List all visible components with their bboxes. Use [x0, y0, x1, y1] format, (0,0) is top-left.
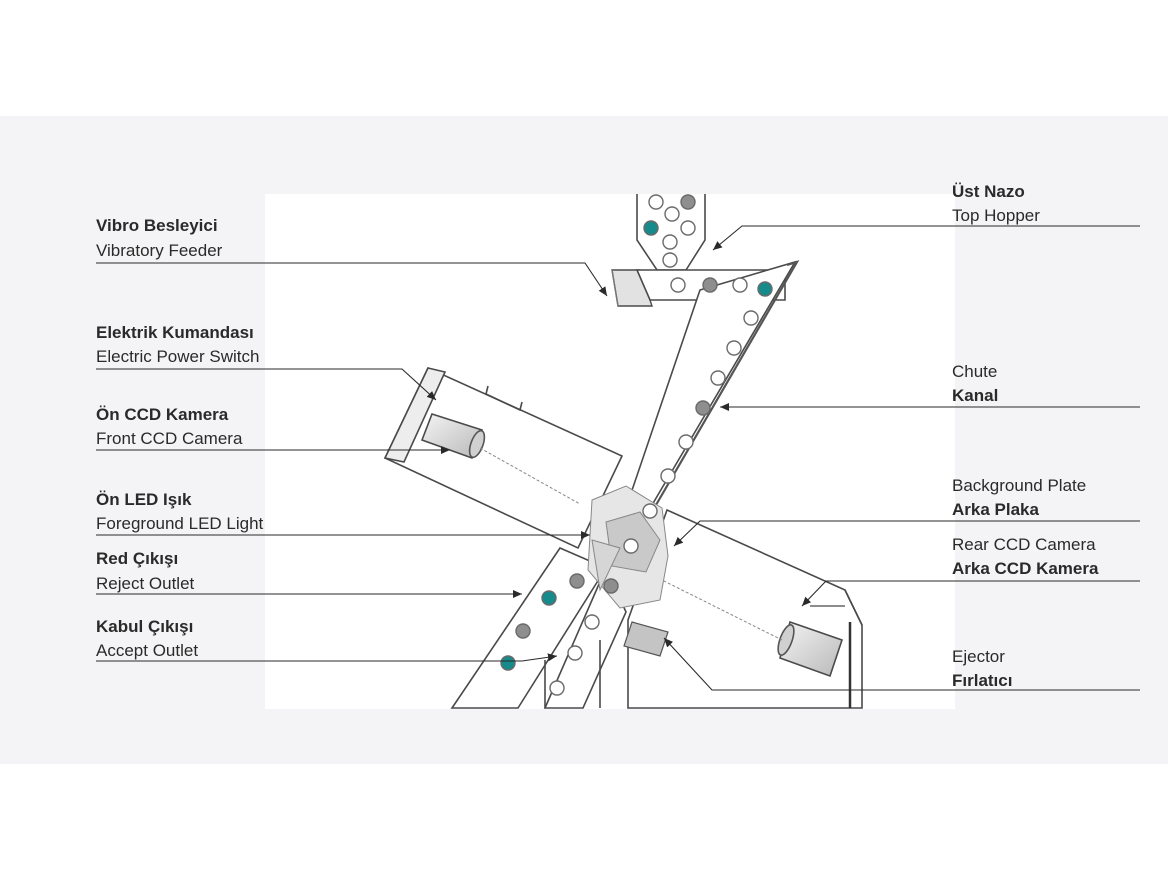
- leader-ust-nazo: [712, 225, 1140, 251]
- label-bg-plate-en: Background Plate: [952, 476, 1087, 495]
- label-on-ccd-tr: Ön CCD Kamera: [96, 405, 229, 424]
- leader-vibro: [96, 262, 608, 297]
- particles: [500, 194, 773, 696]
- label-kabul-en: Accept Outlet: [96, 641, 199, 660]
- leader-bg-plate: [673, 520, 1140, 547]
- label-rear-ccd-en: Rear CCD Camera: [952, 535, 1096, 554]
- leader-lines: [96, 225, 1140, 691]
- label-elektrik-tr: Elektrik Kumandası: [96, 323, 254, 342]
- front-ccd-camera-body: [420, 413, 486, 460]
- label-ust-nazo-en: Top Hopper: [952, 206, 1040, 225]
- rear-ccd-camera-body: [777, 620, 844, 678]
- label-ust-nazo-tr: Üst Nazo: [952, 182, 1025, 201]
- label-elektrik-en: Electric Power Switch: [96, 347, 260, 366]
- label-on-led-tr: Ön LED Işık: [96, 490, 192, 509]
- label-ejector-tr: Fırlatıcı: [952, 671, 1013, 690]
- rear-camera-housing: [627, 508, 863, 709]
- label-vibro-en: Vibratory Feeder: [96, 241, 223, 260]
- label-rear-ccd-tr: Arka CCD Kamera: [952, 559, 1099, 578]
- label-red-en: Reject Outlet: [96, 574, 195, 593]
- leader-kabul: [96, 653, 558, 662]
- leader-ejector: [663, 637, 1140, 691]
- label-on-ccd-en: Front CCD Camera: [96, 429, 243, 448]
- leader-elektrik: [96, 368, 437, 401]
- label-on-led-en: Foreground LED Light: [96, 514, 264, 533]
- label-vibro-tr: Vibro Besleyici: [96, 216, 218, 235]
- leader-rear-ccd: [801, 580, 1140, 607]
- label-bg-plate-tr: Arka Plaka: [952, 500, 1039, 519]
- label-ejector-en: Ejector: [952, 647, 1005, 666]
- label-kabul-tr: Kabul Çıkışı: [96, 617, 194, 636]
- label-chute-tr: Kanal: [952, 386, 999, 405]
- label-chute-en: Chute: [952, 362, 998, 381]
- label-red-tr: Red Çıkışı: [96, 549, 179, 568]
- ejector-body: [623, 621, 669, 657]
